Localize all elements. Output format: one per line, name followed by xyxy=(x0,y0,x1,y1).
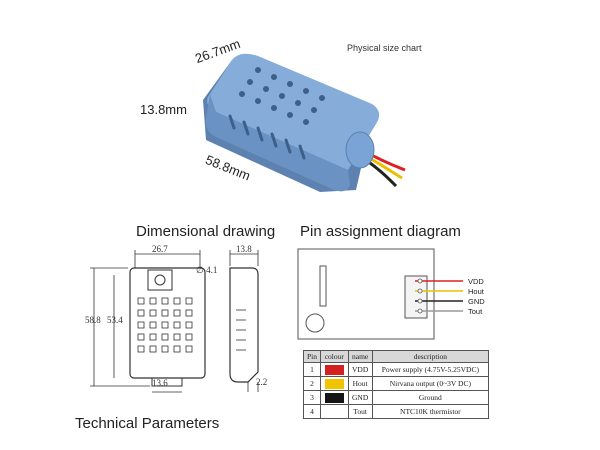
front-view-outline xyxy=(129,267,206,379)
cell-description: NTC10K thermistor xyxy=(371,404,490,419)
cell-name: Tout xyxy=(347,404,373,419)
color-swatch-white xyxy=(325,406,344,417)
cell-name: Hout xyxy=(347,376,373,391)
cell-pin: 1 xyxy=(302,362,322,377)
pin-label-hout: Hout xyxy=(468,287,484,296)
cell-name: VDD xyxy=(347,362,373,377)
dim-bottom-width: 13.6 xyxy=(152,378,168,388)
front-holes xyxy=(137,297,193,353)
vent-holes xyxy=(239,67,325,125)
technical-title: Technical Parameters xyxy=(75,415,220,432)
dimensional-title: Dimensional drawing xyxy=(136,223,276,240)
mount-hole xyxy=(154,274,166,286)
color-swatch-red xyxy=(325,364,344,375)
color-swatch-yellow xyxy=(325,378,344,389)
cell-colour xyxy=(320,376,349,391)
dim-hole-diameter: ∅ 4.1 xyxy=(196,265,218,275)
pin-label-gnd: GND xyxy=(468,297,485,306)
col-pin: Pin xyxy=(302,350,322,363)
side-view-outline xyxy=(229,267,259,383)
connector xyxy=(404,275,428,319)
photo-dim-height: 13.8mm xyxy=(140,102,187,117)
pin-labels: VDD Hout GND Tout xyxy=(468,277,485,317)
module-outline xyxy=(297,248,435,340)
front-cable-stub xyxy=(151,377,183,387)
col-description: description xyxy=(371,350,490,363)
pin-dots xyxy=(417,278,423,314)
pin-label-tout: Tout xyxy=(468,307,483,316)
cable-boot xyxy=(345,131,375,169)
cell-description: Power supply (4.75V-5.25VDC) xyxy=(371,362,490,377)
dimension-lines xyxy=(90,250,201,393)
cell-name: GND xyxy=(347,390,373,405)
cell-pin: 4 xyxy=(302,404,322,419)
vent-slots xyxy=(228,114,306,160)
pin-diagram xyxy=(297,248,463,340)
cell-pin: 3 xyxy=(302,390,322,405)
cell-colour xyxy=(320,390,349,405)
sensor-photo xyxy=(203,53,406,192)
dim-top-width: 26.7 xyxy=(152,244,168,254)
pin-table: Pin colour name description 1 VDD Power … xyxy=(302,350,490,419)
table-row: 1 VDD Power supply (4.75V-5.25VDC) xyxy=(302,362,490,377)
table-row: 3 GND Ground xyxy=(302,390,490,405)
col-colour: colour xyxy=(320,350,349,363)
dimensional-drawing xyxy=(90,250,259,393)
dim-side-width: 13.8 xyxy=(236,244,252,254)
table-row: 2 Hout Nirvana output (0~3V DC) xyxy=(302,376,490,391)
pin-label-vdd: VDD xyxy=(468,277,484,286)
col-name: name xyxy=(347,350,373,363)
cell-description: Ground xyxy=(371,390,490,405)
cell-description: Nirvana output (0~3V DC) xyxy=(371,376,490,391)
cell-colour xyxy=(320,362,349,377)
pin-diagram-title: Pin assignment diagram xyxy=(300,223,461,240)
color-swatch-black xyxy=(325,392,344,403)
module-hole xyxy=(305,313,325,333)
module-slot xyxy=(319,265,327,307)
pin-table-header: Pin colour name description xyxy=(302,350,490,363)
dim-inner-height: 53.4 xyxy=(107,315,123,325)
dim-side-offset: 2.2 xyxy=(256,377,268,387)
sensor-front-face xyxy=(205,94,350,192)
pin-wires xyxy=(415,280,463,312)
photo-caption: Physical size chart xyxy=(347,43,422,53)
dim-outer-height: 58.8 xyxy=(85,315,101,325)
side-slots xyxy=(229,250,259,392)
mount-tab xyxy=(147,269,173,291)
cell-colour xyxy=(320,404,349,419)
table-row: 4 Tout NTC10K thermistor xyxy=(302,404,490,419)
cell-pin: 2 xyxy=(302,376,322,391)
